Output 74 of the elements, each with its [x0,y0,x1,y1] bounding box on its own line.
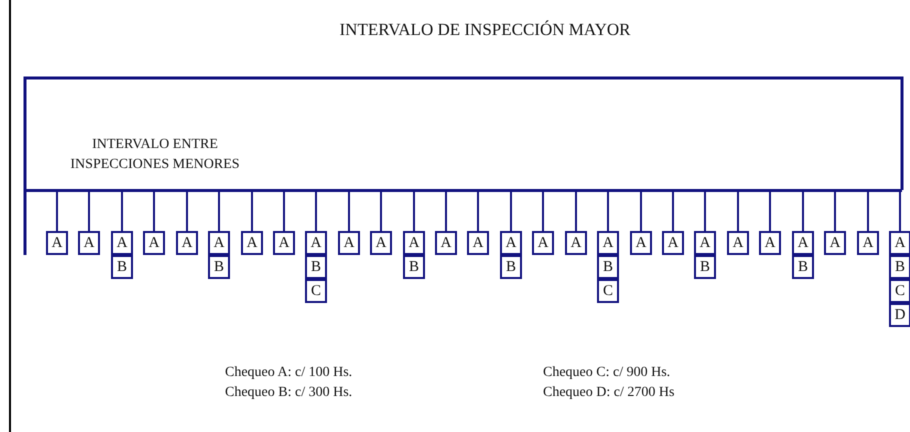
connector-line [834,192,836,231]
connector-line [640,192,642,231]
check-box: A [532,231,554,255]
connector-line [704,192,706,231]
check-box: A [338,231,360,255]
connector-line [251,192,253,231]
connector-line [315,192,317,231]
check-box: A [370,231,392,255]
check-box: A [630,231,652,255]
connector-line [575,192,577,231]
check-box: D [889,303,910,327]
connector-line [477,192,479,231]
connector-line [737,192,739,231]
check-box: B [694,255,716,279]
check-box: A [208,231,230,255]
legend-text: Chequeo D: c/ 2700 Hs [543,385,674,401]
connector-line [867,192,869,231]
connector-line [672,192,674,231]
connector-line [607,192,609,231]
check-box: B [208,255,230,279]
check-box: A [143,231,165,255]
check-box: B [500,255,522,279]
check-box: B [792,255,814,279]
interval-label: INTERVALO ENTRE INSPECCIONES MENORES [69,136,241,174]
legend-text: Chequeo B: c/ 300 Hs. [225,385,352,401]
check-box: A [111,231,133,255]
check-box: A [241,231,263,255]
check-box: A [597,231,619,255]
check-box: A [403,231,425,255]
check-box: A [824,231,846,255]
connector-line [153,192,155,231]
legend-text: Chequeo C: c/ 900 Hs. [543,365,670,381]
check-box: B [111,255,133,279]
connector-line [413,192,415,231]
connector-line [348,192,350,231]
connector-line [56,192,58,231]
connector-line [121,192,123,231]
connector-line [899,192,901,231]
check-box: A [46,231,68,255]
check-box: A [467,231,489,255]
check-box: B [305,255,327,279]
timeline-bar [25,189,902,192]
title: INTERVALO DE INSPECCIÓN MAYOR [338,20,632,40]
check-box: A [889,231,910,255]
check-box: A [727,231,749,255]
connector-line [802,192,804,231]
connector-line [88,192,90,231]
check-box: A [565,231,587,255]
check-box: A [305,231,327,255]
check-box: C [305,279,327,303]
connector-line [218,192,220,231]
check-box: A [792,231,814,255]
check-box: A [694,231,716,255]
check-box: B [889,255,910,279]
connector-line [283,192,285,231]
check-box: A [176,231,198,255]
check-box: A [759,231,781,255]
check-box: B [403,255,425,279]
check-box: B [597,255,619,279]
connector-line [769,192,771,231]
check-box: A [78,231,100,255]
legend-text: Chequeo A: c/ 100 Hs. [225,365,352,381]
connector-line [542,192,544,231]
check-box: C [597,279,619,303]
check-box: A [273,231,295,255]
check-box: C [889,279,910,303]
connector-line [380,192,382,231]
connector-line [186,192,188,231]
check-box: A [435,231,457,255]
check-box: A [500,231,522,255]
connector-line [510,192,512,231]
check-box: A [857,231,879,255]
check-box: A [662,231,684,255]
connector-line [445,192,447,231]
